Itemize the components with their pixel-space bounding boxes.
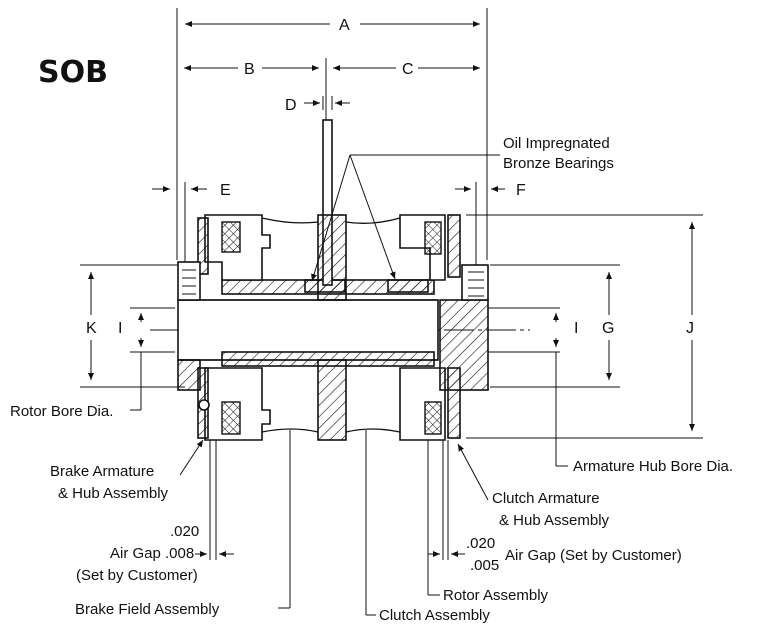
- dimension-i-right: I: [488, 307, 578, 467]
- brake-field-housing: [197, 214, 271, 441]
- brake-housing-curve-bottom: [261, 428, 319, 433]
- rotor-bore-label: Rotor Bore Dia.: [10, 403, 113, 420]
- brake-armature-label-line2: & Hub Assembly: [58, 485, 169, 502]
- clutch-assembly-label: Clutch Assembly: [379, 607, 490, 624]
- dimension-e: E: [152, 182, 231, 265]
- dimension-d-label: D: [285, 97, 297, 114]
- clutch-armature-label-line2: & Hub Assembly: [499, 512, 610, 529]
- brake-housing-curve-top: [261, 217, 319, 224]
- brake-armature-label-line1: Brake Armature: [50, 463, 154, 480]
- dimension-g: G: [490, 264, 620, 388]
- bearings-label-line2: Bronze Bearings: [503, 155, 614, 172]
- dimension-i-left: I: [118, 307, 175, 411]
- brake-field-callout: Brake Field Assembly: [75, 430, 291, 618]
- brake-hub: [177, 261, 210, 411]
- clutch-assembly-callout: Clutch Assembly: [365, 430, 490, 624]
- dimension-j-label: J: [686, 320, 694, 337]
- clutch-gap-label: Air Gap (Set by Customer): [505, 547, 682, 564]
- bronze-bearing-right: [387, 279, 429, 293]
- diagram-title: SOB: [38, 55, 108, 90]
- dimension-k: K: [80, 264, 185, 388]
- dimension-c: C: [333, 61, 480, 78]
- clutch-gap-min: .005: [470, 557, 499, 574]
- clutch-housing-curve-top: [345, 217, 401, 224]
- dimension-k-label: K: [86, 320, 97, 337]
- dimension-b-label: B: [244, 61, 255, 78]
- dimension-j: J: [466, 214, 703, 439]
- rotor-assembly-label: Rotor Assembly: [443, 587, 549, 604]
- clutch-armature-callout: Clutch Armature & Hub Assembly: [457, 443, 610, 529]
- dimension-e-label: E: [220, 182, 231, 199]
- armature-hub-bore-label: Armature Hub Bore Dia.: [573, 458, 733, 475]
- dimension-a: A: [176, 8, 488, 260]
- brake-gap-max: .020: [170, 523, 199, 540]
- brake-field-label: Brake Field Assembly: [75, 601, 220, 618]
- shaft-sleeve: [177, 279, 439, 367]
- dimension-f-label: F: [516, 182, 526, 199]
- clutch-housing-curve-bottom: [345, 428, 401, 433]
- clutch-air-gap-callout: .020 .005 Air Gap (Set by Customer): [428, 440, 682, 574]
- brake-gap-note: (Set by Customer): [76, 567, 198, 584]
- brake-gap-label: Air Gap .008: [110, 545, 194, 562]
- dimension-i-left-label: I: [118, 320, 122, 337]
- dimension-i-right-label: I: [574, 320, 578, 337]
- clutch-gap-max: .020: [466, 535, 495, 552]
- dimension-b: B: [184, 58, 327, 200]
- clutch-armature-label-line1: Clutch Armature: [492, 490, 600, 507]
- brake-armature-callout: Brake Armature & Hub Assembly: [50, 439, 204, 502]
- dimension-a-label: A: [339, 17, 350, 34]
- center-rotor-plate: [317, 119, 347, 441]
- bearings-callout: Oil Impregnated Bronze Bearings: [311, 135, 614, 282]
- brake-air-gap-callout: .020 Air Gap .008 (Set by Customer): [76, 440, 234, 584]
- dimension-d: D: [285, 96, 350, 114]
- clutch-hub: [439, 264, 489, 391]
- dimension-f: F: [455, 182, 526, 265]
- rotor-assembly-callout: Rotor Assembly: [427, 440, 549, 604]
- bearings-label-line1: Oil Impregnated: [503, 135, 610, 152]
- dimension-c-label: C: [402, 61, 414, 78]
- dimension-g-label: G: [602, 320, 614, 337]
